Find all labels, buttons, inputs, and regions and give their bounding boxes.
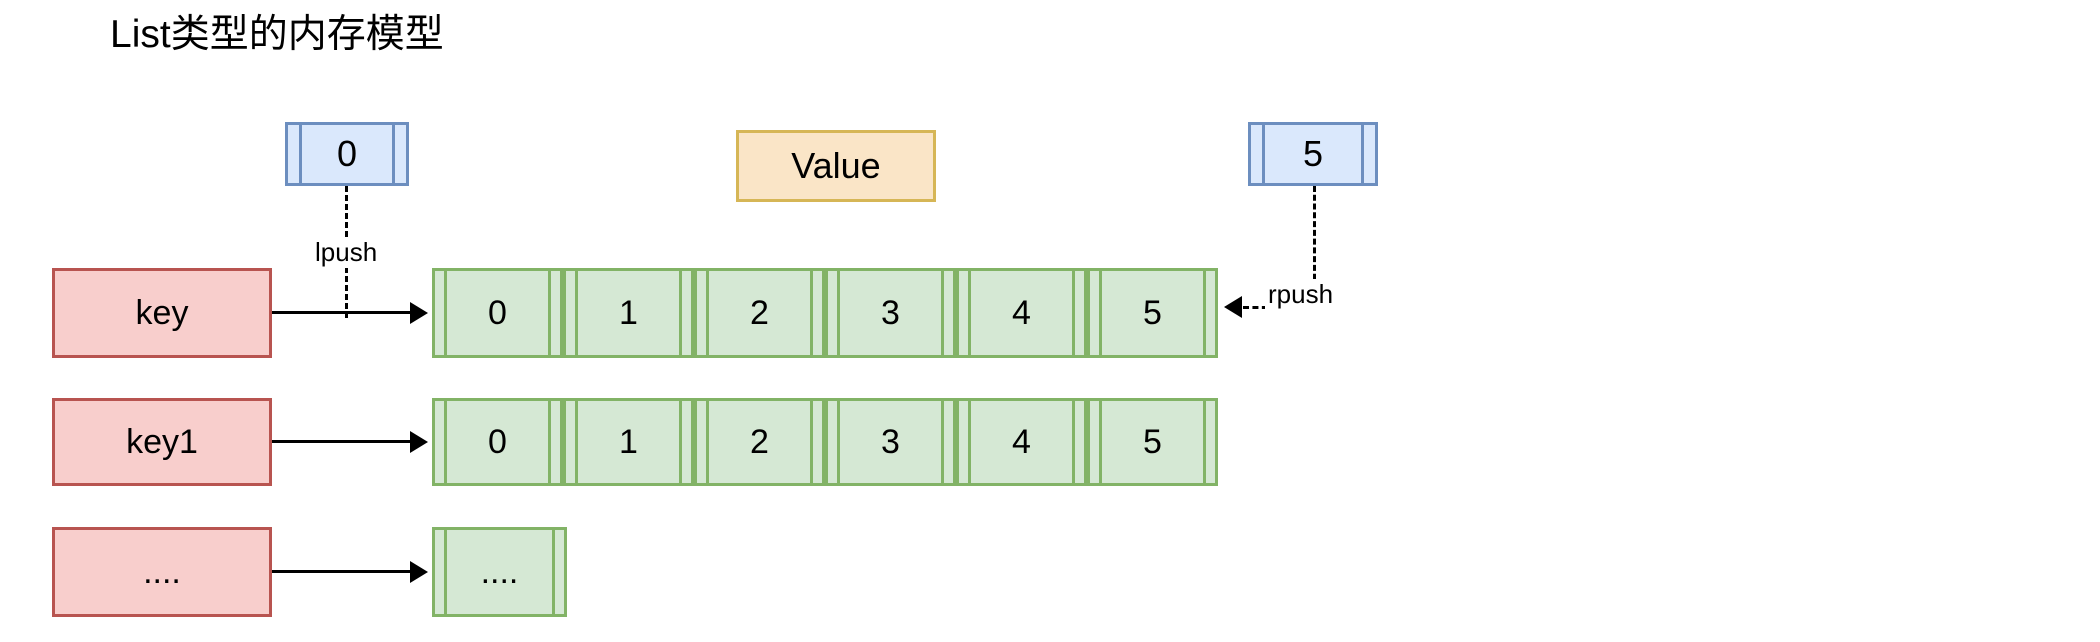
key-to-list-arrow-row-0 — [410, 302, 428, 324]
cell-value: 4 — [1012, 293, 1031, 332]
cell-edge-left — [435, 271, 447, 355]
cell-edge-left — [1090, 401, 1102, 483]
page-title: List类型的内存模型 — [110, 13, 444, 56]
cell-value: 4 — [1012, 422, 1031, 461]
cell-edge-left — [566, 271, 578, 355]
cell-value: 0 — [488, 422, 507, 461]
list-cell: 0 — [432, 268, 563, 358]
cell-edge-left — [959, 271, 971, 355]
list-row-1: 0 1 2 3 4 5 — [432, 398, 1218, 486]
rpush-arrowhead — [1224, 296, 1242, 318]
cell-edge-right — [810, 271, 822, 355]
key-box-row-1: key1 — [52, 398, 272, 486]
list-cell: .... — [432, 527, 567, 617]
key-to-list-arrow-row-1 — [410, 431, 428, 453]
rpush-label: rpush — [1265, 279, 1337, 310]
list-cell: 2 — [694, 268, 825, 358]
cell-edge-left — [697, 271, 709, 355]
list-row-2: .... — [432, 527, 567, 617]
pointer-edge-right — [1361, 125, 1375, 183]
head-pointer-label: 0 — [336, 133, 358, 174]
key-to-list-arrow-row-2 — [410, 561, 428, 583]
list-cell: 5 — [1087, 398, 1218, 486]
cell-value: 3 — [881, 422, 900, 461]
lpush-label: lpush — [312, 237, 381, 268]
cell-value: 1 — [619, 422, 638, 461]
list-cell: 2 — [694, 398, 825, 486]
tail-pointer-label: 5 — [1302, 133, 1324, 174]
cell-edge-left — [697, 401, 709, 483]
list-cell: 4 — [956, 268, 1087, 358]
list-cell: 1 — [563, 398, 694, 486]
value-header-label: Value — [791, 145, 881, 186]
key-label: key — [135, 293, 189, 332]
cell-value: 3 — [881, 293, 900, 332]
list-cell: 1 — [563, 268, 694, 358]
cell-edge-left — [435, 401, 447, 483]
cell-edge-right — [1203, 401, 1215, 483]
cell-edge-right — [548, 271, 560, 355]
cell-edge-left — [566, 401, 578, 483]
pointer-edge-left — [1251, 125, 1265, 183]
cell-edge-right — [941, 401, 953, 483]
key-to-list-line-row-2 — [272, 570, 412, 573]
key-label: key1 — [126, 422, 198, 461]
cell-edge-left — [959, 401, 971, 483]
cell-edge-left — [828, 401, 840, 483]
value-header-box: Value — [736, 130, 936, 202]
list-cell: 0 — [432, 398, 563, 486]
key-to-list-line-row-1 — [272, 440, 412, 443]
cell-edge-right — [941, 271, 953, 355]
rpush-connector-vertical — [1313, 186, 1316, 306]
pointer-edge-right — [392, 125, 406, 183]
cell-edge-right — [1203, 271, 1215, 355]
cell-value: 2 — [750, 422, 769, 461]
cell-value: 5 — [1143, 293, 1162, 332]
cell-value: 0 — [488, 293, 507, 332]
cell-value: 5 — [1143, 422, 1162, 461]
cell-edge-right — [679, 401, 691, 483]
list-cell: 4 — [956, 398, 1087, 486]
cell-value: .... — [480, 552, 519, 591]
key-box-row-2: .... — [52, 527, 272, 617]
cell-value: 1 — [619, 293, 638, 332]
cell-edge-right — [1072, 401, 1084, 483]
cell-edge-left — [435, 530, 447, 614]
pointer-edge-left — [288, 125, 302, 183]
list-cell: 3 — [825, 398, 956, 486]
key-box-row-0: key — [52, 268, 272, 358]
cell-edge-left — [1090, 271, 1102, 355]
list-row-0: 0 1 2 3 4 5 — [432, 268, 1218, 358]
cell-edge-right — [548, 401, 560, 483]
list-cell: 5 — [1087, 268, 1218, 358]
head-pointer-box: 0 — [285, 122, 409, 186]
key-label: .... — [143, 552, 181, 591]
cell-edge-right — [1072, 271, 1084, 355]
cell-edge-left — [828, 271, 840, 355]
cell-edge-right — [810, 401, 822, 483]
tail-pointer-box: 5 — [1248, 122, 1378, 186]
key-to-list-line-row-0 — [272, 311, 412, 314]
cell-edge-right — [679, 271, 691, 355]
cell-value: 2 — [750, 293, 769, 332]
cell-edge-right — [552, 530, 564, 614]
list-cell: 3 — [825, 268, 956, 358]
